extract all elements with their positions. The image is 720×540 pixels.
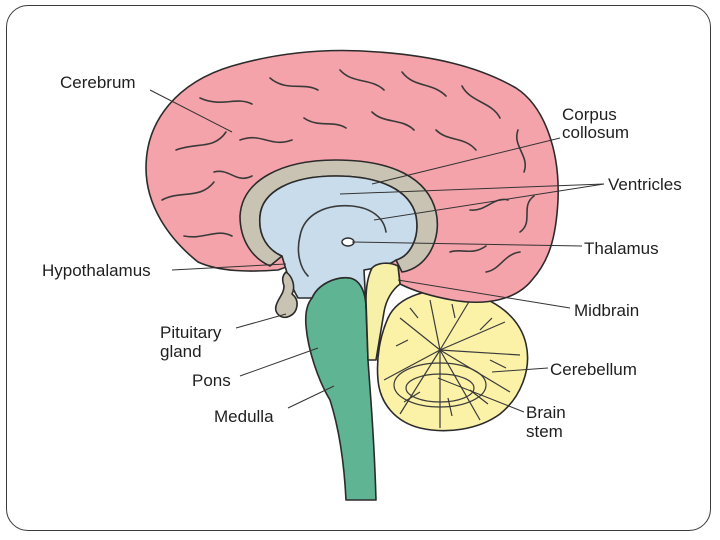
- label-corpus-line2: collosum: [562, 123, 629, 142]
- label-cerebellum: Cerebellum: [550, 360, 637, 379]
- label-ventricles: Ventricles: [608, 175, 682, 194]
- label-brainstem-line2: stem: [526, 422, 563, 441]
- label-cerebrum: Cerebrum: [60, 73, 136, 92]
- label-midbrain: Midbrain: [574, 301, 639, 320]
- label-thalamus: Thalamus: [584, 239, 659, 258]
- label-medulla: Medulla: [214, 407, 274, 426]
- label-brainstem-line1: Brain: [526, 403, 566, 422]
- leader-lines: [149, 89, 605, 413]
- label-pons: Pons: [192, 371, 231, 390]
- brain-stem-region: [304, 276, 377, 501]
- label-hypothalamus: Hypothalamus: [42, 261, 151, 280]
- cerebellum-region: [376, 289, 529, 432]
- label-corpus-line1: Corpus: [562, 105, 617, 124]
- midbrain-region: [365, 262, 401, 361]
- label-pituitary-line2: gland: [160, 342, 202, 361]
- label-pituitary-line1: Pituitary: [160, 323, 222, 342]
